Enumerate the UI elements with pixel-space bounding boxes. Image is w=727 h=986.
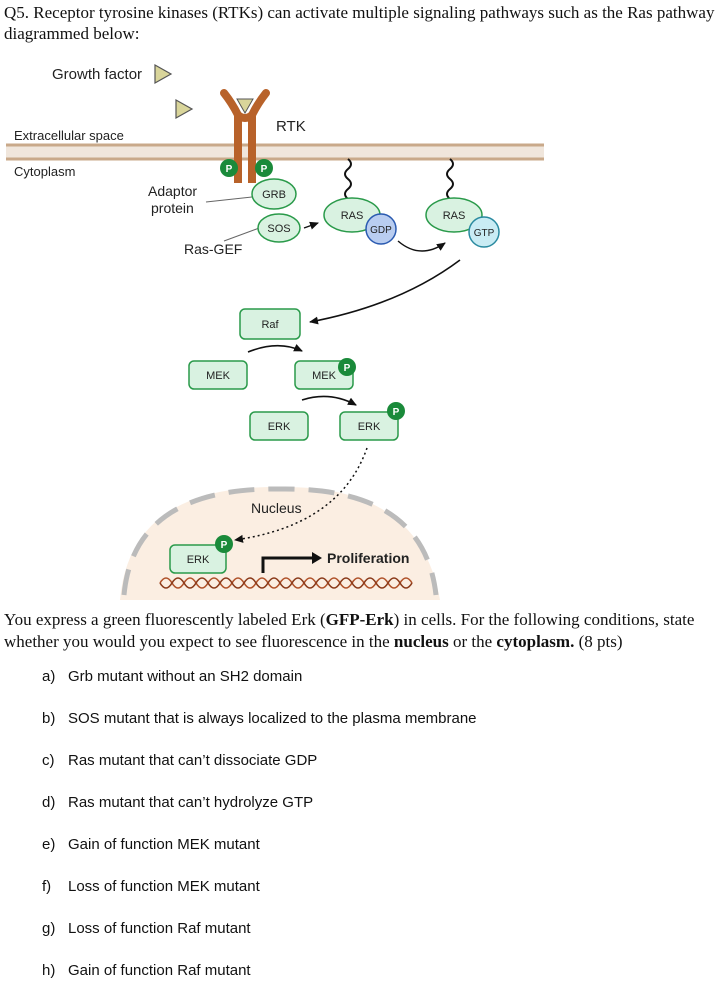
ras-lipid-tail-icon bbox=[446, 158, 454, 200]
rtk-label: RTK bbox=[276, 118, 306, 135]
ras-gtp-node bbox=[425, 197, 483, 233]
svg-text:P: P bbox=[221, 540, 228, 551]
svg-text:ERK: ERK bbox=[358, 421, 381, 433]
svg-text:SOS: SOS bbox=[267, 223, 290, 235]
condition-item: f)Loss of function MEK mutant bbox=[42, 878, 260, 895]
growth-factor-icon bbox=[154, 63, 173, 85]
rtk-receptor-icon bbox=[220, 89, 270, 183]
svg-text:ERK: ERK bbox=[268, 421, 291, 433]
erk-box bbox=[249, 411, 309, 441]
plasma-membrane bbox=[6, 144, 544, 160]
erk-phospho-box bbox=[339, 411, 399, 441]
svg-text:ERK: ERK bbox=[187, 554, 210, 566]
condition-item: g)Loss of function Raf mutant bbox=[42, 920, 251, 937]
svg-text:P: P bbox=[344, 363, 351, 374]
svg-text:GRB: GRB bbox=[262, 189, 286, 201]
svg-text:Raf: Raf bbox=[261, 319, 279, 331]
proliferation-label: Proliferation bbox=[327, 550, 409, 566]
prompt-text: You express a green fluorescently labele… bbox=[4, 610, 695, 651]
extracellular-label: Extracellular space bbox=[14, 128, 124, 143]
phospho-icon bbox=[220, 159, 238, 177]
phospho-icon bbox=[215, 535, 233, 553]
condition-item: e)Gain of function MEK mutant bbox=[42, 836, 260, 853]
adaptor-label: Adaptor bbox=[148, 183, 197, 199]
phospho-icon bbox=[387, 402, 405, 420]
question-header: Q5. Receptor tyrosine kinases (RTKs) can… bbox=[4, 3, 715, 43]
condition-item: h)Gain of function Raf mutant bbox=[42, 962, 251, 979]
cytoplasm-label: Cytoplasm bbox=[14, 164, 75, 179]
svg-text:GTP: GTP bbox=[474, 228, 495, 239]
svg-text:P: P bbox=[393, 407, 400, 418]
svg-text:P: P bbox=[226, 164, 233, 175]
grb-node bbox=[251, 178, 297, 210]
gdp-node bbox=[365, 213, 397, 245]
condition-item: a)Grb mutant without an SH2 domain bbox=[42, 668, 303, 685]
growth-factor-label: Growth factor bbox=[52, 66, 142, 83]
nuclear-envelope bbox=[121, 486, 439, 596]
gtp-node bbox=[468, 216, 500, 248]
raf-box bbox=[239, 308, 301, 340]
condition-item: d)Ras mutant that can’t hydrolyze GTP bbox=[42, 794, 314, 811]
dna-icon bbox=[159, 577, 413, 589]
condition-item: c)Ras mutant that can’t dissociate GDP bbox=[42, 752, 318, 769]
growth-factor-icon bbox=[175, 98, 194, 120]
svg-text:RAS: RAS bbox=[443, 210, 466, 222]
ras-pathway-diagram: Growth factor Extracellular space Cytopl… bbox=[6, 63, 544, 600]
svg-text:GDP: GDP bbox=[370, 225, 392, 236]
condition-item: b)SOS mutant that is always localized to… bbox=[42, 710, 477, 727]
sos-node bbox=[257, 213, 301, 243]
adaptor-label: protein bbox=[151, 200, 194, 216]
erk-nuclear-box bbox=[169, 544, 227, 574]
ras-lipid-tail-icon bbox=[344, 158, 352, 200]
svg-text:MEK: MEK bbox=[312, 370, 337, 382]
transcription-arrow-icon bbox=[261, 556, 312, 573]
phospho-icon bbox=[338, 358, 356, 376]
ras-gef-label: Ras-GEF bbox=[184, 241, 242, 257]
svg-text:RAS: RAS bbox=[341, 210, 364, 222]
phospho-icon bbox=[255, 159, 273, 177]
nucleus-label: Nucleus bbox=[251, 500, 302, 516]
svg-text:MEK: MEK bbox=[206, 370, 231, 382]
svg-text:P: P bbox=[261, 164, 268, 175]
mek-box bbox=[188, 360, 248, 390]
